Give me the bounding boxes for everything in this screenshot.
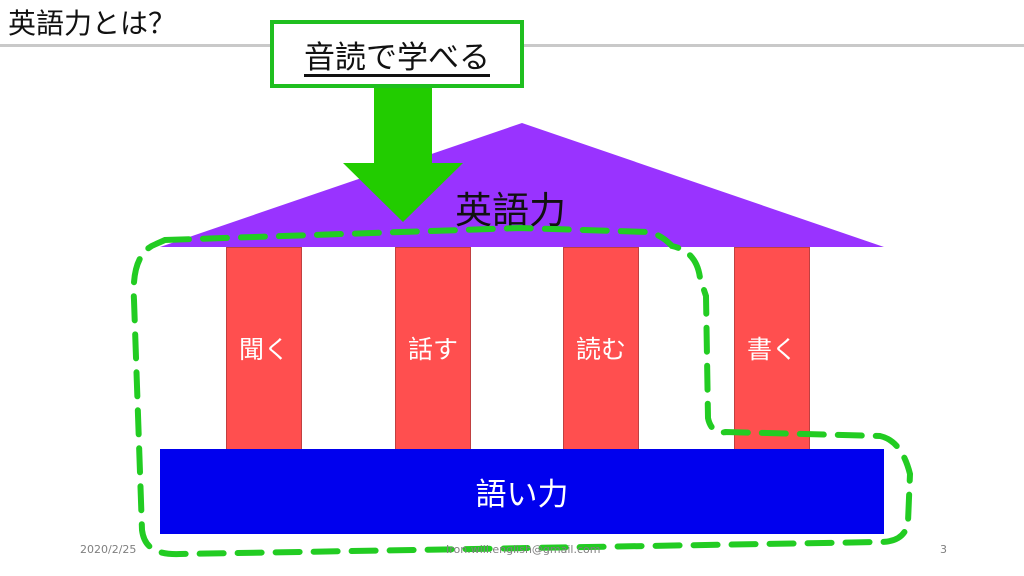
footer-page-number: 3 xyxy=(940,543,947,556)
callout-text: 音読で学べる xyxy=(304,39,490,76)
callout-box: 音読で学べる xyxy=(270,20,524,88)
down-arrow xyxy=(343,88,463,222)
footer-date: 2020/2/25 xyxy=(80,543,137,556)
pillar-label-write: 書く xyxy=(746,335,797,364)
pillar-listen xyxy=(226,247,302,450)
footer-email: Iron.will.english@gmail.com xyxy=(446,543,601,556)
dashed-outline xyxy=(130,224,914,558)
base-block: 語い力 xyxy=(160,449,884,534)
pillar-label-listen: 聞く xyxy=(238,335,289,364)
base-label: 語い力 xyxy=(475,477,569,513)
pillar-write xyxy=(734,247,810,450)
slide-title: 英語力とは？ xyxy=(8,7,177,40)
pillar-read xyxy=(563,247,639,450)
pillar-speak xyxy=(395,247,471,450)
roof-triangle xyxy=(160,123,884,247)
pillar-label-read: 読む xyxy=(575,335,626,364)
pillar-label-speak: 話す xyxy=(407,335,458,364)
roof-label: 英語力 xyxy=(455,189,566,232)
